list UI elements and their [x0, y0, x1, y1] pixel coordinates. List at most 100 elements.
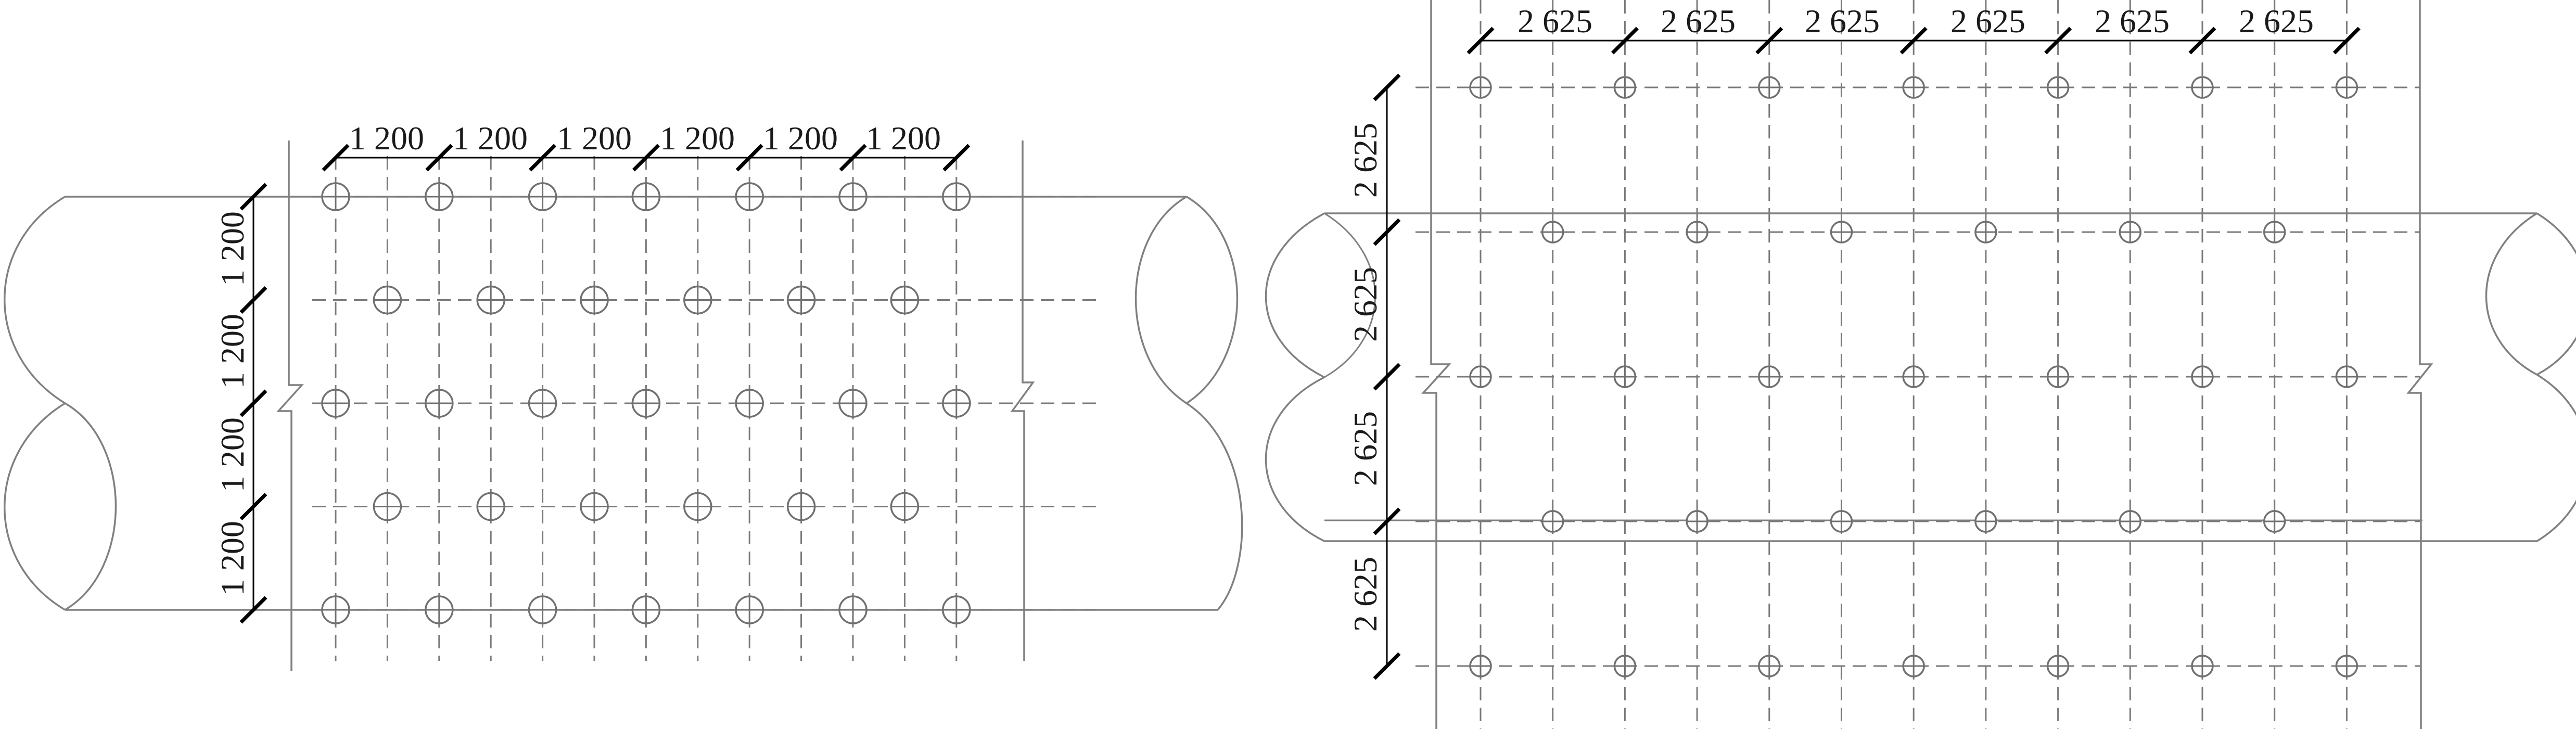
- hole-marker: [373, 492, 402, 521]
- hole-marker: [1686, 510, 1708, 533]
- hole-marker: [2335, 655, 2358, 677]
- hole-marker: [2191, 365, 2214, 388]
- hole-marker: [1758, 365, 1781, 388]
- hole-marker: [2046, 76, 2070, 99]
- left-horizontal-dim-label: 1 200: [349, 120, 424, 157]
- dimension-tick: [1373, 652, 1401, 680]
- hole-marker: [735, 182, 764, 211]
- hole-marker: [1541, 510, 1564, 533]
- dimension-tick: [1373, 507, 1401, 535]
- hole-marker: [528, 389, 557, 418]
- hole-marker: [2263, 510, 2286, 533]
- hole-marker: [631, 389, 661, 418]
- left-vertical-dim-label: 1 200: [214, 521, 251, 596]
- right-horizontal-dim-label: 2 625: [2239, 3, 2314, 40]
- right-hole-markers: [1469, 76, 2358, 677]
- right-horizontal-dim-label: 2 625: [1661, 3, 1736, 40]
- hole-marker: [838, 389, 868, 418]
- hole-marker: [321, 182, 350, 211]
- hole-marker: [2046, 365, 2070, 388]
- hole-marker: [528, 595, 557, 624]
- dimension-tick: [839, 144, 867, 172]
- right-horizontal-dim-label: 2 625: [1805, 3, 1880, 40]
- hole-marker: [1613, 365, 1637, 388]
- hole-marker: [2119, 221, 2142, 244]
- hole-marker: [2046, 655, 2070, 677]
- dimension-tick: [239, 389, 267, 417]
- left-vertical-dim-label: 1 200: [214, 211, 251, 286]
- hole-marker: [528, 182, 557, 211]
- hole-marker: [2119, 510, 2142, 533]
- left-vertical-dim-label: 1 200: [214, 417, 251, 492]
- hole-marker: [1758, 655, 1781, 677]
- right-pipe-outline: [1265, 0, 2576, 729]
- hole-marker: [321, 389, 350, 418]
- dimension-tick: [1373, 218, 1401, 246]
- hole-marker: [425, 182, 454, 211]
- hole-marker: [1902, 365, 1925, 388]
- hole-marker: [2263, 221, 2286, 244]
- hole-marker: [631, 595, 661, 624]
- dimension-tick: [2044, 27, 2072, 55]
- hole-marker: [942, 182, 971, 211]
- dimension-tick: [1466, 27, 1495, 55]
- hole-marker: [476, 492, 505, 521]
- hole-marker: [683, 285, 712, 315]
- dimension-tick: [1373, 73, 1401, 101]
- left-horizontal-dim-label: 1 200: [763, 120, 838, 157]
- hole-marker: [1974, 510, 1997, 533]
- hole-marker: [1541, 221, 1564, 244]
- hole-marker: [942, 389, 971, 418]
- right-vertical-dim-label: 2 625: [1347, 123, 1384, 198]
- left-hole-markers: [321, 182, 971, 624]
- hole-marker: [2335, 76, 2358, 99]
- dimension-tick: [239, 596, 267, 624]
- hole-marker: [890, 285, 920, 315]
- hole-marker: [580, 285, 609, 315]
- dimension-tick: [632, 144, 660, 172]
- hole-marker: [1469, 655, 1492, 677]
- hole-marker: [786, 285, 816, 315]
- dimension-tick: [1373, 363, 1401, 391]
- hole-marker: [1902, 76, 1925, 99]
- right-vertical-dim-label: 2 625: [1347, 267, 1384, 342]
- right-layout-diagram: 2 625 2 625 2 625 2 625 2 625 2 625 2 62…: [1265, 0, 2576, 729]
- hole-marker: [890, 492, 920, 521]
- left-vertical-dim-label: 1 200: [214, 314, 251, 389]
- dimension-tick: [1755, 27, 1783, 55]
- right-horizontal-dim-label: 2 625: [2095, 3, 2170, 40]
- hole-marker: [1830, 221, 1853, 244]
- hole-marker: [942, 595, 971, 624]
- hole-marker: [425, 389, 454, 418]
- dimension-tick: [239, 286, 267, 314]
- hole-marker: [1830, 510, 1853, 533]
- hole-marker: [735, 389, 764, 418]
- dimension-tick: [529, 144, 557, 172]
- left-horizontal-dim-label: 1 200: [866, 120, 941, 157]
- right-vertical-dim-label: 2 625: [1347, 557, 1384, 632]
- hole-marker: [1469, 365, 1492, 388]
- hole-marker: [2191, 655, 2214, 677]
- hole-marker: [786, 492, 816, 521]
- left-horizontal-dim-label: 1 200: [557, 120, 632, 157]
- hole-marker: [1613, 76, 1637, 99]
- hole-marker: [838, 595, 868, 624]
- dimension-tick: [239, 493, 267, 520]
- dimension-tick: [1611, 27, 1639, 55]
- dimension-tick: [322, 144, 350, 172]
- dimension-tick: [2188, 27, 2216, 55]
- right-horizontal-dim-label: 2 625: [1517, 3, 1592, 40]
- right-vertical-dim-label: 2 625: [1347, 411, 1384, 486]
- hole-marker: [1974, 221, 1997, 244]
- hole-marker: [683, 492, 712, 521]
- right-dimensions: 2 625 2 625 2 625 2 625 2 625 2 625 2 62…: [1347, 3, 2361, 680]
- left-dimension-ticks: [239, 144, 971, 624]
- hole-marker: [1613, 655, 1637, 677]
- hole-marker: [631, 182, 661, 211]
- hole-marker: [2191, 76, 2214, 99]
- right-horizontal-dim-label: 2 625: [1950, 3, 2025, 40]
- dimension-tick: [239, 183, 267, 211]
- left-layout-diagram: 1 200 1 200 1 200 1 200 1 200 1 200 1 20…: [4, 120, 1243, 671]
- dimension-tick: [942, 144, 971, 172]
